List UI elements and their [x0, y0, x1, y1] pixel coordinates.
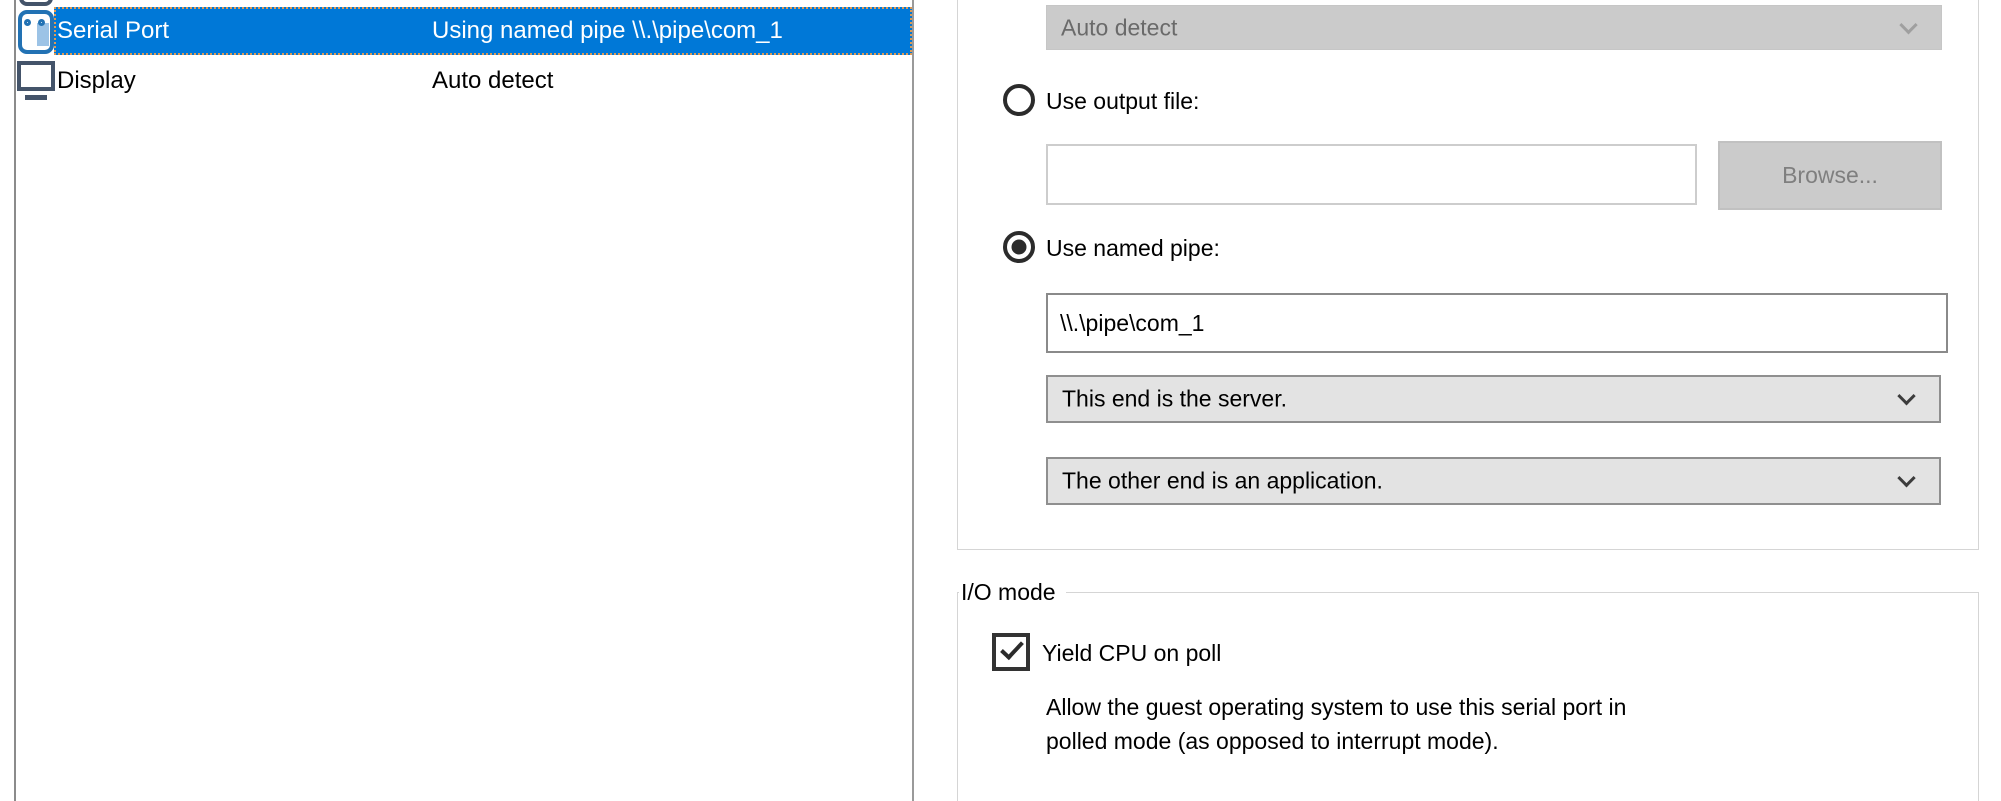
far-end-combobox-value: The other end is an application.	[1062, 467, 1383, 494]
yield-cpu-checkbox[interactable]	[992, 633, 1030, 671]
chevron-down-icon	[1897, 386, 1916, 406]
use-named-pipe-label: Use named pipe:	[1046, 235, 1220, 261]
device-summary: Using named pipe \\.\pipe\com_1	[432, 17, 783, 44]
previous-device-icon	[19, 0, 53, 6]
device-row-serial-port[interactable]: Serial Port Using named pipe \\.\pipe\co…	[16, 7, 912, 55]
output-file-input[interactable]	[1046, 144, 1697, 205]
hardware-device-list: Serial Port Using named pipe \\.\pipe\co…	[14, 0, 914, 801]
browse-button[interactable]: Browse...	[1718, 141, 1942, 210]
description-line: polled mode (as opposed to interrupt mod…	[1046, 728, 1499, 754]
near-end-combobox-value: This end is the server.	[1062, 385, 1287, 412]
device-row-display[interactable]: Display Auto detect	[16, 57, 912, 105]
yield-cpu-description: Allow the guest operating system to use …	[1046, 690, 1626, 758]
browse-button-label: Browse...	[1782, 162, 1878, 188]
serial-port-icon	[18, 10, 54, 54]
device-name: Display	[57, 67, 136, 94]
io-mode-groupbox: I/O mode	[957, 579, 1979, 801]
physical-port-combobox[interactable]: Auto detect	[1046, 5, 1942, 50]
near-end-combobox[interactable]: This end is the server.	[1046, 375, 1941, 423]
check-icon	[1000, 635, 1024, 661]
display-icon	[17, 61, 55, 101]
chevron-down-icon	[1899, 15, 1918, 34]
use-output-file-label: Use output file:	[1046, 88, 1200, 114]
selection-highlight	[54, 7, 912, 55]
physical-port-combobox-value: Auto detect	[1061, 14, 1178, 40]
chevron-down-icon	[1897, 468, 1916, 488]
yield-cpu-label: Yield CPU on poll	[1042, 640, 1222, 666]
use-named-pipe-radio[interactable]	[1003, 231, 1035, 263]
use-output-file-radio[interactable]	[1003, 84, 1035, 116]
named-pipe-input[interactable]	[1046, 293, 1948, 353]
far-end-combobox[interactable]: The other end is an application.	[1046, 457, 1941, 505]
device-summary: Auto detect	[432, 67, 554, 94]
description-line: Allow the guest operating system to use …	[1046, 694, 1627, 720]
io-mode-title: I/O mode	[959, 579, 1066, 605]
device-name: Serial Port	[57, 17, 170, 44]
